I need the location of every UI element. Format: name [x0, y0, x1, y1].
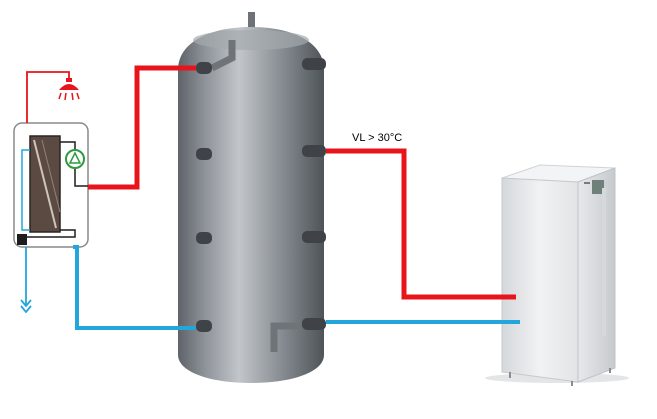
heat-pump-logo [584, 182, 590, 184]
tank-nozzle-right-3 [302, 231, 326, 243]
station-to-tank-cold-pipe [73, 245, 196, 330]
heat-pump-display-strip [602, 188, 606, 336]
station-internal-cold [21, 149, 30, 231]
heat-pump-side [577, 167, 616, 383]
tank-to-station-hot-pipe [88, 65, 196, 190]
station-valve [17, 234, 27, 245]
heat-exchanger-diagonal [33, 139, 57, 229]
fresh-water-station [13, 122, 89, 248]
tank-inner-pipe-bottom [270, 322, 300, 352]
tank-top-cap [193, 30, 309, 50]
tank-nozzle-left-2 [196, 148, 212, 160]
tank-nozzle-left-3 [196, 232, 212, 244]
heat-exchanger-diagonal-2 [41, 139, 61, 213]
tank-inner-pipe-top [210, 40, 236, 72]
pump-icon [65, 149, 85, 169]
tank-nozzle-left-4 [196, 320, 212, 332]
tank-body [178, 27, 324, 383]
flow-temperature-label: VL > 30°C [352, 132, 402, 144]
shower-icon [58, 78, 80, 101]
buffer-tank [178, 12, 326, 383]
heat-pump-flow-pipe [326, 148, 516, 300]
tank-nozzle-right-1 [302, 58, 326, 70]
tank-nozzle-right-4 [302, 318, 326, 330]
heat-pump-front [501, 177, 579, 383]
heat-pump [485, 164, 629, 386]
hot-water-outlet-pipe [26, 71, 70, 123]
cold-water-inlet-icon [20, 299, 32, 314]
tank-nozzle-right-2 [302, 145, 326, 157]
heat-pump-display [592, 180, 604, 194]
tank-nozzle-left-1 [196, 62, 212, 74]
tank-top-vent [248, 12, 255, 34]
